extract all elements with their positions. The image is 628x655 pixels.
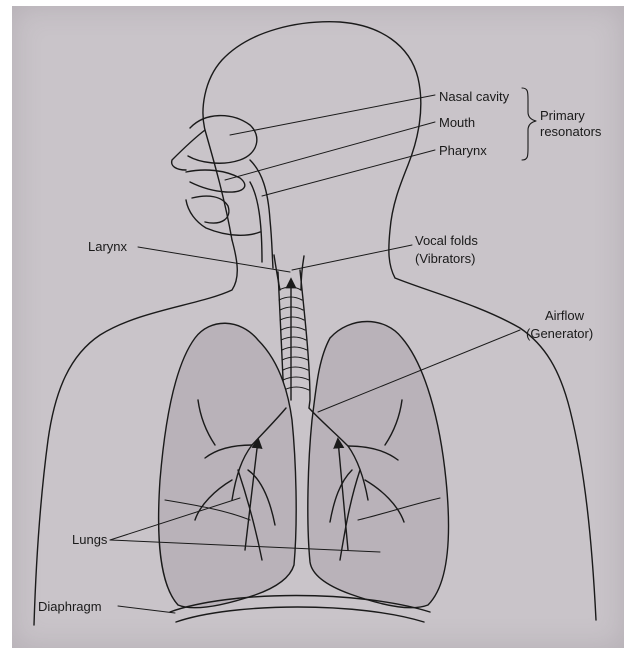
label-mouth: Mouth	[439, 115, 475, 130]
leader-larynx	[138, 247, 290, 272]
leader-mouth	[225, 122, 435, 180]
label-vocal-folds: Vocal folds	[415, 233, 478, 248]
label-primary: Primary	[540, 108, 585, 123]
label-vibrators: (Vibrators)	[415, 251, 475, 266]
leader-nasal-cavity	[230, 95, 435, 135]
label-diaphragm: Diaphragm	[38, 599, 102, 614]
pharynx-front	[250, 182, 262, 262]
label-resonators: resonators	[540, 124, 602, 139]
left-lung	[159, 323, 297, 608]
face-profile	[172, 130, 205, 170]
mouth-shape	[186, 170, 245, 192]
chin	[186, 200, 260, 235]
label-nasal-cavity: Nasal cavity	[439, 89, 510, 104]
leader-vocal-folds	[292, 245, 412, 270]
label-generator: (Generator)	[526, 326, 593, 341]
leader-diaphragm	[118, 606, 175, 613]
resonators-brace	[522, 88, 536, 160]
leader-pharynx	[262, 150, 435, 196]
label-lungs: Lungs	[72, 532, 108, 547]
jaw-shape	[192, 196, 229, 223]
right-lung	[308, 322, 449, 608]
nasal-cavity-shape	[188, 116, 257, 164]
label-pharynx: Pharynx	[439, 143, 487, 158]
label-airflow: Airflow	[545, 308, 585, 323]
label-larynx: Larynx	[88, 239, 128, 254]
